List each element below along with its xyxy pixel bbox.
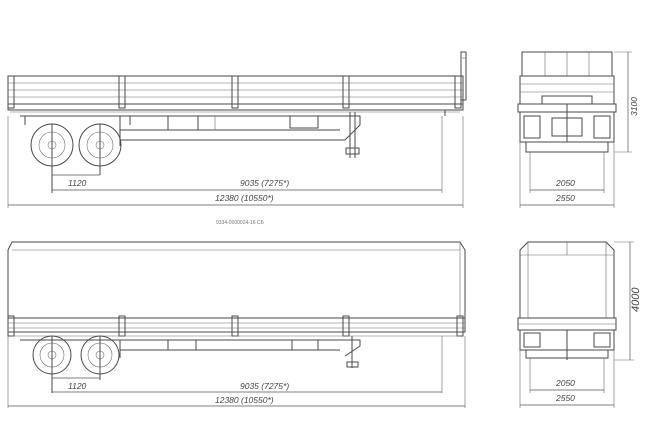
top-track-dimension: 2050 (555, 178, 575, 188)
bottom-axle-dimension: 1120 (68, 381, 87, 391)
bottom-wheelbase-dimension: 9035 (7275*) (240, 381, 289, 391)
flatbed-trailer-side-view (7, 51, 467, 208)
bottom-height-dimension: 4000 (630, 287, 642, 312)
flatbed-trailer-front-view: 2050 2550 3100 (517, 51, 639, 208)
bottom-width-dimension: 2550 (555, 393, 575, 403)
top-width-dimension: 2550 (555, 193, 575, 203)
tent-trailer-front-view: 2050 2550 4000 (517, 241, 642, 408)
top-dimensions: 1120 9035 (7275*) 12380 (10550*) (8, 174, 463, 206)
top-height-dimension: 3100 (629, 97, 639, 116)
top-axle-dimension: 1120 (68, 178, 87, 188)
bottom-length-dimension: 12380 (10550*) (215, 395, 274, 405)
top-length-dimension: 12380 (10550*) (215, 193, 274, 203)
tent-trailer-side-view (7, 241, 466, 408)
bottom-dimensions: 1120 9035 (7275*) 12380 (10550*) (8, 377, 465, 407)
drawing-code-label: 9334-0000024-16 СБ (216, 220, 264, 226)
top-wheelbase-dimension: 9035 (7275*) (240, 178, 289, 188)
bottom-track-dimension: 2050 (555, 378, 575, 388)
